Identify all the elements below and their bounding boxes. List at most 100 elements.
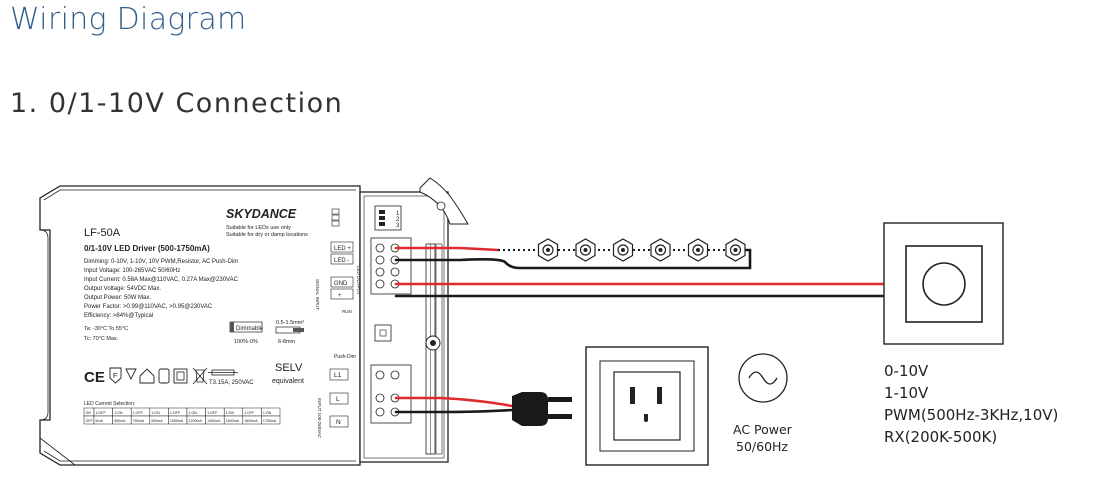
table-cell-text: 750mA (133, 419, 145, 423)
wires (394, 246, 890, 414)
led-chip-icon (575, 238, 596, 262)
selv-text: SELV (275, 362, 303, 374)
ac-n-wire (394, 408, 514, 414)
ac-power-label: AC Power (733, 422, 793, 437)
driver-model: LF-50A (84, 227, 121, 239)
table-cell-text: 1500mA (226, 419, 240, 423)
tc-text: Tc: 70°C Max. (84, 336, 119, 342)
class2-icon (173, 368, 188, 384)
svg-text:L1: L1 (334, 372, 342, 379)
table-cell-text: 1:ON (151, 411, 160, 415)
weee-bin-icon (192, 367, 208, 385)
driver-name: 0/1-10V LED Driver (500-1750mA) (84, 244, 210, 253)
output-terminals (370, 237, 412, 295)
table-cell-text: 1:ON (189, 411, 198, 415)
suitable-text-2: Suitable for dry or damp locations (226, 232, 308, 238)
dimmer-option: PWM(500Hz-3KHz,10V) (884, 406, 1058, 424)
ip-icon (158, 368, 170, 384)
dip-switch[interactable]: 1 2 3 (374, 205, 402, 231)
fuse-icon (208, 369, 238, 376)
svg-text:INPUT 100-265VAC: INPUT 100-265VAC (317, 398, 322, 439)
wire-strip-icon: 0.5-1.5mm² 6-8mm (275, 320, 304, 345)
spec-line: Output Power: 50W Max. (84, 295, 151, 301)
led-driver: SKYDANCE Suitable for LEDs use only Suit… (39, 185, 361, 466)
run-label: RUN (342, 309, 352, 314)
dimmer-options: 0-10V 1-10V PWM(500Hz-3KHz,10V) RX(200K-… (884, 362, 1058, 446)
svg-text:Dimmable: Dimmable (236, 326, 264, 332)
table-cell-text: 1:OFF (207, 411, 218, 415)
table-cell-text: 1050mA (170, 419, 184, 423)
dimmable-badge: Dimmable 100%-0% (229, 321, 264, 345)
pushdim-label: Push-Dim (334, 354, 356, 360)
svg-text:L: L (336, 396, 340, 403)
dip-legend (331, 208, 340, 227)
led-chip-icon (537, 238, 559, 262)
ta-text: Ta: -30°C To 55°C (84, 326, 128, 332)
dimmer-option: 0-10V (884, 362, 929, 380)
svg-text:LED OUTPUT: LED OUTPUT (356, 266, 361, 295)
selv-subtext: equivalent (272, 378, 304, 385)
table-cell-text: 5mA (96, 419, 104, 423)
spec-line: Efficiency: >84%@Typical (84, 313, 153, 319)
table-cell-text: OFF (86, 419, 94, 423)
table-cell-text: 1750mA (263, 419, 277, 423)
spec-list: Dimming: 0-10V, 1-10V, 10V PWM,Resistor,… (84, 259, 239, 319)
suitable-text-1: Suitable for LEDs use only (226, 225, 291, 231)
input-terminal-labels: Push-Dim L1 L N INPUT 100-265VAC (317, 354, 356, 439)
svg-text:0.5-1.5mm²: 0.5-1.5mm² (276, 320, 304, 326)
dim-range: 100%-0% (234, 339, 258, 345)
table-cell-text: 1:OFF (133, 411, 144, 415)
terminal-block: 1 2 3 LED + LED - GND + LED OUTPUT (315, 177, 469, 463)
table-cell-text: 1:OFF (170, 411, 181, 415)
dimmer-option: 1-10V (884, 384, 929, 402)
wall-outlet (585, 346, 709, 466)
svg-text:+: + (338, 293, 342, 299)
output-terminal-labels: LED + LED - GND + LED OUTPUT SIGNAL INPU… (315, 241, 361, 314)
ac-frequency-label: 50/60Hz (736, 439, 788, 454)
led-chip-icon (687, 238, 709, 262)
svg-text:LED +: LED + (334, 246, 351, 252)
table-cell-text: 1:OFF (96, 411, 107, 415)
dimmer-switch[interactable] (883, 222, 1004, 345)
svg-text:N: N (336, 419, 341, 426)
fuse-text: T3.15A, 250VAC (209, 380, 254, 386)
current-selection-label: LED Current Selection: (84, 401, 135, 407)
table-cell-text: 1600mA (244, 419, 258, 423)
svg-text:LED -: LED - (334, 258, 349, 264)
led-chip-icon (612, 238, 634, 262)
svg-text:1: 1 (396, 211, 400, 217)
led-chip-icon (650, 238, 671, 262)
table-cell-text: 1:ON (226, 411, 235, 415)
table-cell-text: 500mA (114, 419, 126, 423)
led-minus-wire (394, 248, 752, 270)
spec-line: Power Factor: >0.99@110VAC, >0.95@230VAC (84, 304, 213, 310)
f-mark-icon (109, 367, 122, 384)
power-plug-icon (512, 392, 572, 426)
brand-logo: SKYDANCE (226, 207, 297, 221)
ac-power-icon (738, 353, 788, 403)
table-cell-text: 1200mA (189, 419, 203, 423)
led-chip-icon (725, 238, 746, 262)
svg-text:3: 3 (396, 223, 400, 229)
dimmer-option: RX(200K-500K) (884, 428, 997, 446)
table-cell-text: 1:OFF (244, 411, 255, 415)
svg-text:2: 2 (396, 217, 400, 223)
svg-text:F: F (113, 373, 117, 380)
table-cell-text: 1:ON (114, 411, 123, 415)
spec-line: Input Voltage: 100-265VAC 50/60Hz (84, 268, 180, 274)
svg-text:SIGNAL INPUT: SIGNAL INPUT (315, 279, 320, 310)
ce-mark-icon: CE (84, 369, 105, 386)
table-cell-text: 1:ON (263, 411, 272, 415)
table-cell (261, 415, 281, 425)
driver-housing (39, 185, 361, 466)
ac-l-wire (394, 396, 514, 408)
led-strip (498, 238, 746, 262)
svg-text:6-8mm: 6-8mm (278, 339, 296, 345)
table-cell-text: 1400mA (207, 419, 221, 423)
input-terminals (370, 364, 412, 424)
table-cell-text: ON (86, 411, 92, 415)
spec-line: Dimming: 0-10V, 1-10V, 10V PWM,Resistor,… (84, 259, 238, 265)
current-selection-table: ONOFF1:OFF5mA1:ON500mA1:OFF750mA1:ON900m… (83, 407, 281, 425)
triangle-mark-icon (125, 368, 137, 381)
